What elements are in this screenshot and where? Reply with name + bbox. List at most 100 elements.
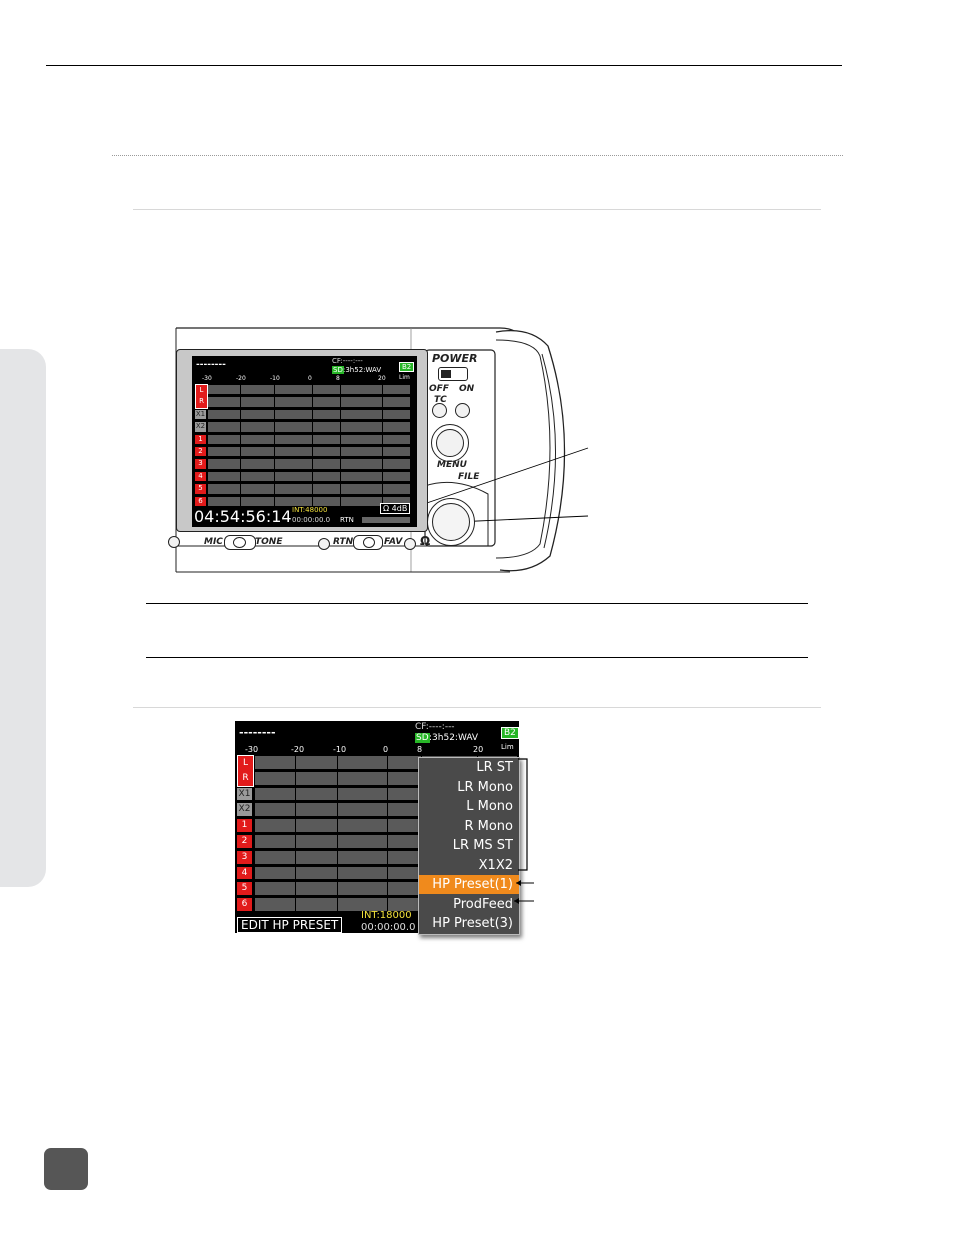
rtn-meter bbox=[362, 517, 410, 523]
file-label: FILE bbox=[458, 472, 480, 482]
menu-callouts bbox=[514, 758, 534, 904]
channel-label[interactable]: 2 bbox=[195, 447, 206, 457]
rtn-button[interactable] bbox=[318, 538, 330, 550]
channel-label[interactable]: 4 bbox=[237, 866, 252, 880]
page-number-badge bbox=[44, 1148, 88, 1190]
meter-gridline bbox=[337, 755, 338, 913]
level-meter-bar bbox=[208, 447, 410, 457]
channel-label[interactable]: 4 bbox=[195, 471, 206, 482]
level-meter-bar bbox=[208, 422, 410, 432]
menu-label: MENU bbox=[437, 460, 467, 470]
timecode-display: 04:54:56:14 bbox=[194, 507, 292, 526]
rtn-switch-label: RTN bbox=[333, 537, 354, 547]
meter-gridline bbox=[240, 384, 241, 508]
meter-scale-tick: -30 bbox=[202, 375, 212, 382]
tc-button[interactable] bbox=[432, 403, 447, 418]
sample-rate: INT:18000 bbox=[361, 910, 412, 921]
header-rule bbox=[46, 65, 842, 66]
channel-label[interactable]: 6 bbox=[195, 496, 206, 506]
hp-preset-menu: LR ST LR Mono L Mono R Mono LR MS ST X1X2 HP P… bbox=[418, 757, 520, 935]
side-button-right[interactable] bbox=[455, 403, 470, 418]
sd-status: :3h52:WAV bbox=[343, 366, 382, 374]
channel-label[interactable]: 6 bbox=[237, 898, 252, 911]
sd-status: :3h52:WAV bbox=[429, 733, 479, 743]
headphone-level-value: 4dB bbox=[391, 504, 408, 513]
meter-gridline bbox=[387, 755, 388, 913]
limiter-label: Lim bbox=[399, 374, 410, 381]
power-switch[interactable] bbox=[438, 367, 468, 381]
rtn-fav-switch[interactable] bbox=[353, 535, 383, 550]
hp-menu-item[interactable]: HP Preset(1) bbox=[419, 875, 519, 894]
meter-scale-tick: 8 bbox=[336, 375, 340, 382]
section-dotted-rule bbox=[112, 155, 843, 156]
channel-label: R bbox=[199, 397, 204, 406]
fav-button[interactable] bbox=[404, 538, 416, 550]
hp-menu-item[interactable]: LR MS ST bbox=[452, 838, 513, 853]
hp-menu-item[interactable]: LR ST bbox=[476, 760, 513, 775]
channel-label[interactable]: 5 bbox=[195, 484, 206, 494]
fav-label: FAV bbox=[384, 537, 403, 547]
channel-label[interactable]: X2 bbox=[237, 803, 252, 817]
meter-scale-tick: 8 bbox=[417, 745, 423, 754]
off-label: OFF bbox=[429, 384, 449, 394]
edit-hp-preset-label: EDIT HP PRESET bbox=[237, 917, 343, 933]
tc-label: TC bbox=[434, 395, 447, 405]
level-meter-bar bbox=[208, 471, 410, 482]
channel-label[interactable]: 1 bbox=[237, 819, 252, 832]
sd-tag: SD bbox=[332, 366, 344, 374]
hp-menu-item[interactable]: LR Mono bbox=[457, 779, 513, 795]
hp-menu-item[interactable]: L Mono bbox=[466, 799, 513, 814]
sd-tag: SD bbox=[415, 733, 430, 743]
channel-label[interactable]: 2 bbox=[237, 835, 252, 848]
battery-icon: B2 bbox=[399, 362, 415, 372]
take-name: -------- bbox=[196, 360, 226, 370]
level-meter-bar bbox=[208, 459, 410, 469]
channel-label[interactable]: 3 bbox=[195, 459, 206, 469]
meter-scale-tick: 20 bbox=[473, 745, 484, 754]
mic-label: MIC bbox=[204, 537, 223, 547]
take-name: -------- bbox=[239, 726, 276, 739]
level-meter-bar bbox=[208, 484, 410, 494]
meter-gridline bbox=[382, 384, 383, 508]
meter-scale-tick: -30 bbox=[245, 745, 259, 754]
channel-label[interactable]: X1 bbox=[237, 787, 252, 801]
meter-scale-tick: -20 bbox=[291, 745, 305, 754]
meter-scale-tick: 0 bbox=[308, 375, 312, 382]
left-edge-button[interactable] bbox=[168, 536, 180, 548]
meter-scale-tick: 20 bbox=[378, 375, 386, 382]
hp-menu-item[interactable]: X1X2 bbox=[478, 857, 513, 873]
hp-menu-item[interactable]: ProdFeed bbox=[453, 896, 513, 912]
level-meter-bar bbox=[208, 409, 410, 420]
channel-label: L bbox=[199, 386, 204, 394]
chapter-side-tab bbox=[0, 349, 46, 887]
channel-label[interactable]: 3 bbox=[237, 850, 252, 864]
meter-gridline bbox=[274, 384, 275, 508]
hp-menu-item[interactable]: R Mono bbox=[464, 818, 513, 834]
channel-label[interactable]: 1 bbox=[195, 434, 206, 444]
level-meter-bar bbox=[208, 434, 410, 444]
channel-label[interactable]: 5 bbox=[237, 882, 252, 896]
record-counter: 00:00:00.0 bbox=[361, 922, 416, 933]
battery-icon: B2 bbox=[501, 727, 519, 739]
headphone-jack-icon: Ω bbox=[420, 534, 431, 548]
subsection-rule-2 bbox=[133, 707, 821, 708]
menu-button[interactable] bbox=[431, 424, 469, 462]
headphone-level: Ω 4dB bbox=[380, 503, 411, 514]
hp-menu-item[interactable]: HP Preset(3) bbox=[432, 916, 513, 931]
channel-label[interactable]: X2 bbox=[195, 422, 206, 432]
rtn-label: RTN bbox=[340, 516, 354, 524]
channel-label: L bbox=[242, 758, 248, 768]
power-label: POWER bbox=[432, 352, 478, 365]
channel-label[interactable]: X1 bbox=[195, 409, 206, 420]
level-meter-bar bbox=[208, 397, 410, 407]
headphone-knob[interactable] bbox=[427, 498, 475, 546]
cf-status: CF:----:--- bbox=[332, 357, 363, 365]
meter-gridline bbox=[340, 384, 341, 508]
mic-tone-switch[interactable] bbox=[224, 535, 256, 550]
channel-label: R bbox=[242, 772, 249, 783]
cf-status: CF:----:--- bbox=[415, 722, 455, 732]
on-label: ON bbox=[459, 384, 475, 394]
level-meter-bar bbox=[208, 496, 410, 506]
